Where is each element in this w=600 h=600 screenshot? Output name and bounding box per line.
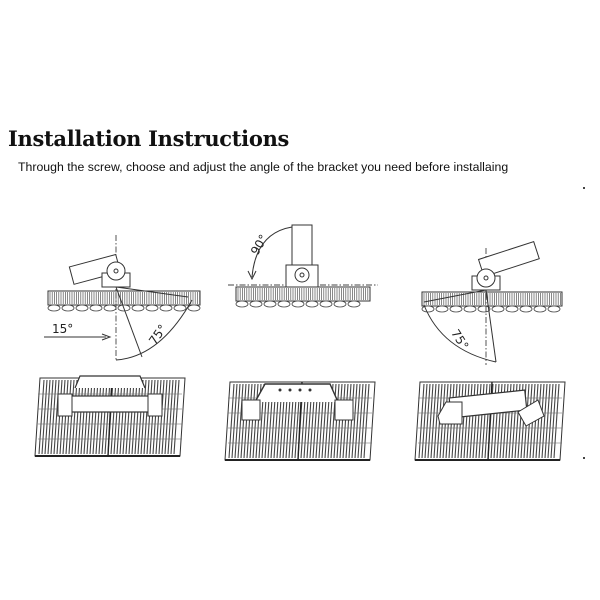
- side-view-vertical: 90°: [228, 224, 378, 308]
- angle-guides: [44, 286, 193, 361]
- angle-label: 75°: [448, 327, 471, 352]
- iso-view-vertical: [224, 381, 376, 461]
- side-view-tilt-left: 15° 75°: [44, 235, 201, 361]
- angle-label: 15°: [52, 322, 73, 336]
- light-panel-iso: [34, 377, 186, 457]
- angle-label: 75°: [146, 322, 170, 347]
- angle-label: 90°: [248, 232, 271, 257]
- page-subtitle: Through the screw, choose and adjust the…: [18, 160, 509, 174]
- iso-view-tilt-right: [414, 381, 566, 461]
- light-panel-side: [235, 286, 371, 308]
- angle-guides: [247, 226, 293, 281]
- bracket-arm: [471, 240, 540, 365]
- bracket-arm: [68, 235, 131, 360]
- mounting-bracket: [437, 389, 545, 427]
- bracket-arm: [228, 224, 378, 288]
- angle-guides: [423, 289, 497, 363]
- iso-view-tilt-left: [34, 375, 186, 457]
- decorative-dot: [583, 457, 585, 459]
- side-view-tilt-right: 75°: [421, 240, 563, 365]
- light-panel-side: [47, 290, 201, 312]
- page-title: Installation Instructions: [8, 126, 290, 151]
- light-panel-side: [421, 291, 563, 313]
- decorative-dot: [583, 187, 585, 189]
- mounting-bracket: [241, 383, 354, 421]
- mounting-bracket: [57, 375, 163, 417]
